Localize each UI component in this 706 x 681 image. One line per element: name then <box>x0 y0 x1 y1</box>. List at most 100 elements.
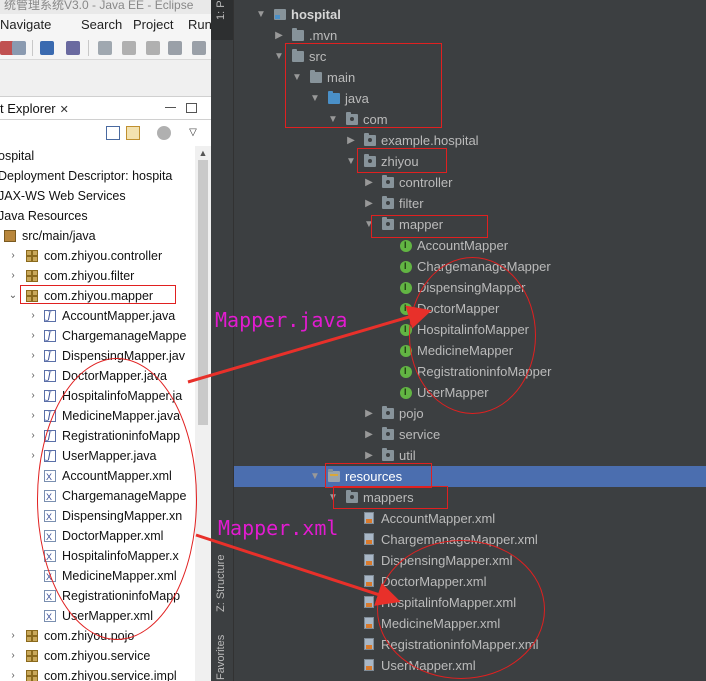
project-tree-row[interactable]: ▼hospital <box>234 4 706 25</box>
chevron-right-icon[interactable]: › <box>31 310 35 321</box>
project-tree-row[interactable]: ▼com <box>234 109 706 130</box>
pkg-icon <box>26 670 38 681</box>
project-tree-row[interactable]: ▼mapper <box>234 214 706 235</box>
rail-structure-label[interactable]: Z: Structure <box>215 554 227 612</box>
chevron-down-icon[interactable]: ⌄ <box>8 290 18 301</box>
project-tree-row[interactable]: ▶controller <box>234 172 706 193</box>
menu-run[interactable]: Run <box>188 17 211 32</box>
expanded-arrow-icon[interactable]: ▼ <box>310 93 320 104</box>
terminate-icon[interactable] <box>146 41 160 55</box>
collapse-all-icon[interactable] <box>106 126 120 140</box>
project-tree-row[interactable]: AccountMapper.xml <box>234 508 706 529</box>
tree-row[interactable]: ›DispensingMapper.jav <box>0 346 195 367</box>
expanded-arrow-icon[interactable]: ▼ <box>256 9 266 20</box>
expanded-arrow-icon[interactable]: ▼ <box>328 114 338 125</box>
project-tree-row[interactable]: ▶service <box>234 424 706 445</box>
cut-icon[interactable] <box>0 41 14 55</box>
chevron-right-icon[interactable]: › <box>11 650 15 661</box>
chevron-right-icon[interactable]: › <box>31 370 35 381</box>
tab-project-explorer[interactable]: t Explorer✕ <box>0 99 69 119</box>
maximize-icon[interactable] <box>186 103 197 113</box>
project-explorer-scrollbar[interactable]: ▲ <box>195 146 211 681</box>
project-tree-row[interactable]: ▶.mvn <box>234 25 706 46</box>
menu-search[interactable]: Search <box>81 17 123 32</box>
tree-row[interactable]: Deployment Descriptor: hospita <box>0 166 195 186</box>
tree-row[interactable]: ⌄com.zhiyou.mapper <box>0 286 195 306</box>
tree-row[interactable]: › com.zhiyou.service <box>0 646 195 666</box>
minimize-icon[interactable] <box>165 107 176 109</box>
chevron-right-icon[interactable]: › <box>31 330 35 341</box>
skip-breakpoints-icon[interactable] <box>66 41 80 55</box>
suspend-icon[interactable] <box>122 41 136 55</box>
collapsed-arrow-icon[interactable]: ▶ <box>347 135 355 146</box>
expanded-arrow-icon[interactable]: ▼ <box>310 471 320 482</box>
tree-row[interactable]: Java Resources <box>0 206 195 226</box>
collapsed-arrow-icon[interactable]: ▶ <box>275 30 283 41</box>
tree-row[interactable]: ›com.zhiyou.filter <box>0 266 195 286</box>
chevron-right-icon[interactable]: › <box>31 350 35 361</box>
focus-icon[interactable] <box>157 126 171 140</box>
tree-row-label: com.zhiyou.service.impl <box>44 669 177 681</box>
project-explorer-header: t Explorer✕ <box>0 96 211 120</box>
tree-row[interactable]: JAX-WS Web Services <box>0 186 195 206</box>
project-tree-row-label: filter <box>399 196 424 211</box>
disconnect-icon[interactable] <box>168 41 182 55</box>
chevron-right-icon[interactable]: › <box>11 250 15 261</box>
menu-navigate[interactable]: Navigate <box>0 17 52 32</box>
tree-row[interactable]: › com.zhiyou.service.impl <box>0 666 195 681</box>
chevron-right-icon[interactable]: › <box>31 450 35 461</box>
tree-row-label: com.zhiyou.service <box>44 649 151 663</box>
tree-row[interactable]: ›com.zhiyou.controller <box>0 246 195 266</box>
tree-row[interactable]: ›ChargemanageMappe <box>0 326 195 347</box>
console-icon[interactable] <box>40 41 54 55</box>
collapsed-arrow-icon[interactable]: ▶ <box>365 408 373 419</box>
scroll-up-icon[interactable]: ▲ <box>198 148 208 158</box>
project-tree-row[interactable]: ▶util <box>234 445 706 466</box>
resume-icon[interactable] <box>98 41 112 55</box>
project-tree-row[interactable]: ▼ zhiyou <box>234 151 706 172</box>
toolbar-gap <box>0 60 211 96</box>
collapsed-arrow-icon[interactable]: ▶ <box>365 198 373 209</box>
expanded-arrow-icon[interactable]: ▼ <box>364 219 374 230</box>
project-tree-row-label: zhiyou <box>381 154 419 169</box>
step-into-icon[interactable] <box>192 41 206 55</box>
collapsed-arrow-icon[interactable]: ▶ <box>365 450 373 461</box>
project-tree-row[interactable]: ▶ filter <box>234 193 706 214</box>
expanded-arrow-icon[interactable]: ▼ <box>346 156 356 167</box>
chevron-right-icon[interactable]: › <box>11 270 15 281</box>
project-tree-row[interactable]: ▼resources <box>234 466 706 487</box>
project-tree-row[interactable]: ▼ java <box>234 88 706 109</box>
project-tree-row-label: java <box>345 91 369 106</box>
chevron-right-icon[interactable]: › <box>31 430 35 441</box>
project-tree-row[interactable]: ▼main <box>234 67 706 88</box>
project-tool-button[interactable] <box>211 0 233 40</box>
scrollbar-thumb[interactable] <box>198 160 208 425</box>
tree-row[interactable]: src/main/java <box>0 226 195 246</box>
project-tree-row[interactable]: ▶pojo <box>234 403 706 424</box>
project-tree-row-label: AccountMapper <box>417 238 509 253</box>
chevron-right-icon[interactable]: › <box>11 630 15 641</box>
rail-project-label[interactable]: 1: P <box>215 0 227 20</box>
menu-project[interactable]: Project <box>133 17 174 32</box>
rail-favorites-label[interactable]: Favorites <box>215 634 227 680</box>
link-with-editor-icon[interactable] <box>126 126 140 140</box>
collapsed-arrow-icon[interactable]: ▶ <box>365 177 373 188</box>
project-tree-row[interactable]: AccountMapper <box>234 235 706 256</box>
tree-row[interactable]: ospital <box>0 146 195 166</box>
view-menu-chevron-icon[interactable]: ▽ <box>189 127 197 138</box>
chevron-right-icon[interactable]: › <box>31 390 35 401</box>
project-tree-row[interactable]: ▶example.hospital <box>234 130 706 151</box>
tree-row[interactable]: ›AccountMapper.java <box>0 306 195 327</box>
pkg-icon <box>382 217 394 230</box>
chevron-right-icon[interactable]: › <box>31 410 35 421</box>
close-icon[interactable]: ✕ <box>59 104 69 116</box>
collapsed-arrow-icon[interactable]: ▶ <box>365 429 373 440</box>
project-tree-row[interactable]: ▼src <box>234 46 706 67</box>
expanded-arrow-icon[interactable]: ▼ <box>274 51 284 62</box>
chevron-right-icon[interactable]: › <box>11 670 15 681</box>
project-tree-row[interactable]: ▼mappers <box>234 487 706 508</box>
interface-icon <box>400 298 412 319</box>
project-explorer-toolbar: ▽ <box>0 120 211 146</box>
copy-icon[interactable] <box>12 41 26 55</box>
expanded-arrow-icon[interactable]: ▼ <box>292 72 302 83</box>
